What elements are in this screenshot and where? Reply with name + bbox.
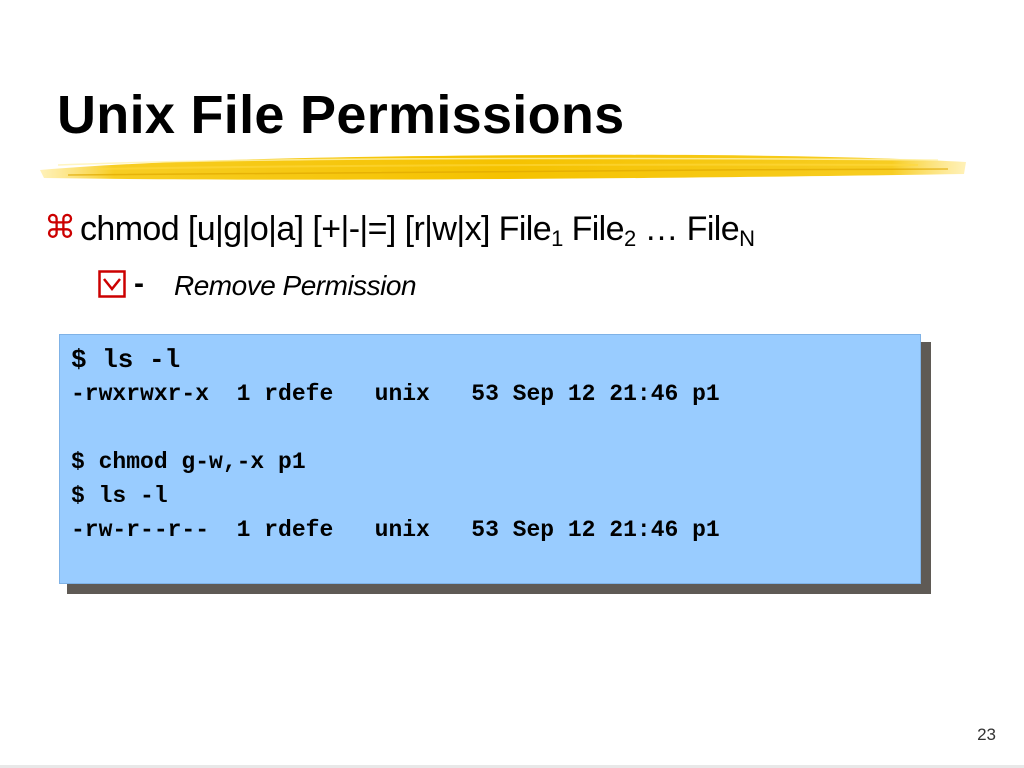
bullet-remove-permission: -Remove Permission (98, 264, 417, 308)
remove-symbol: - (134, 267, 144, 300)
page-number: 23 (977, 725, 996, 744)
terminal-line: $ ls -l (71, 345, 181, 375)
terminal-line: -rwxrwxr-x 1 rdefe unix 53 Sep 12 21:46 … (71, 381, 720, 407)
title-highlighter-stroke (40, 154, 966, 180)
terminal-box: $ ls -l -rwxrwxr-x 1 rdefe unix 53 Sep 1… (59, 334, 921, 584)
terminal-line: $ ls -l (71, 483, 168, 509)
file-subscript-n: N (739, 226, 755, 251)
command-key-icon: ⌘ (44, 208, 76, 246)
remove-permission-text: Remove Permission (174, 270, 417, 301)
terminal-line: $ chmod g-w,-x p1 (71, 449, 306, 475)
checkbox-icon (98, 270, 126, 298)
bullet-chmod-syntax: ⌘chmod [u|g|o|a] [+|-|=] [r|w|x] File1 F… (44, 205, 755, 253)
terminal-line (71, 411, 920, 445)
terminal-line: -rw-r--r-- 1 rdefe unix 53 Sep 12 21:46 … (71, 517, 720, 543)
chmod-syntax-text: chmod [u|g|o|a] [+|-|=] [r|w|x] File (80, 210, 552, 248)
file-subscript-1: 1 (551, 226, 563, 251)
file-subscript-2: 2 (623, 226, 636, 251)
bottom-rule (0, 765, 1024, 768)
file2-text: File (562, 210, 625, 248)
slide-title: Unix File Permissions (57, 85, 625, 145)
fileN-text: … File (635, 210, 740, 248)
